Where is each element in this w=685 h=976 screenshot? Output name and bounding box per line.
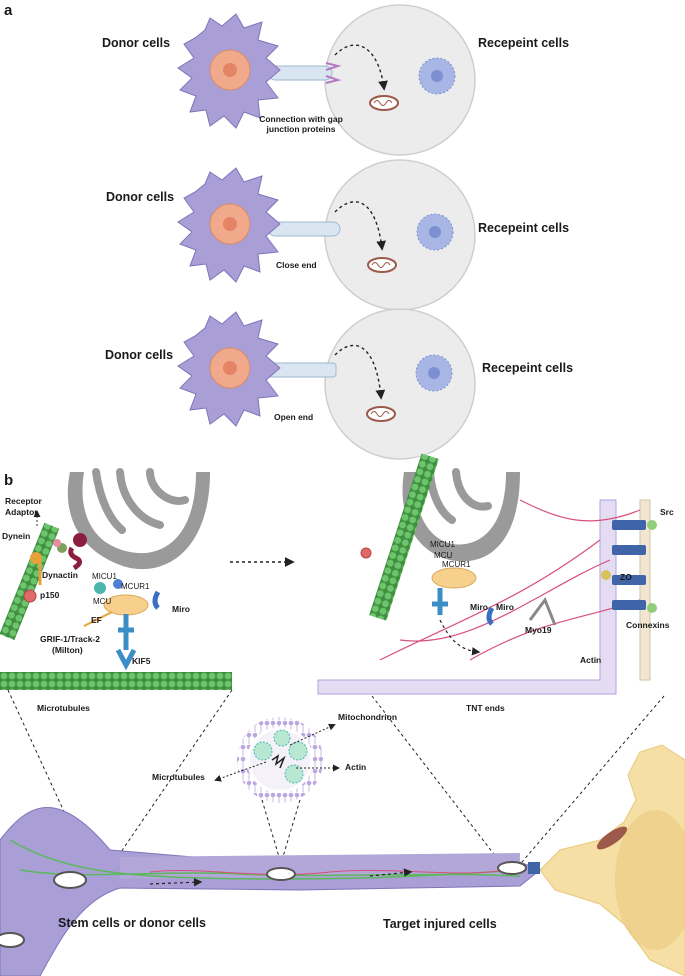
stem-cell [0, 807, 541, 976]
recipient-label-2: Recepeint cells [478, 221, 570, 235]
connection-label-1-line1: Connection with gap [259, 114, 343, 124]
connexins-label: Connexins [626, 620, 670, 630]
mitochondrion-label: Mitochondrion [338, 712, 398, 722]
recipient-label-1: Recepeint cells [478, 36, 570, 50]
mitochondrion-target [596, 826, 628, 850]
panel-a [177, 4, 476, 460]
p150-label: p150 [40, 590, 60, 600]
panel-letter-b: b [4, 472, 14, 489]
panel-b-left-inset [0, 468, 232, 702]
recipient-label-3: Recepeint cells [482, 361, 574, 375]
panel-b-bottom-scene [0, 717, 685, 976]
miro-label-right-1: Miro [470, 602, 488, 612]
miro-label-right-2: Miro [496, 602, 514, 612]
connection-label-1-line2: junction proteins [266, 124, 336, 134]
microtubules-label-bottom: Microtubules [152, 772, 205, 782]
recipient-cell-3 [324, 308, 476, 460]
transfer-arrow-3 [334, 344, 386, 400]
kif5-label: KIF5 [132, 656, 151, 666]
donor-label-2: Donor cells [106, 190, 175, 204]
zo-label: ZO [620, 572, 632, 582]
mcur1-label-left: MCUR1 [121, 582, 150, 591]
microtubule-horizontal-left [0, 672, 232, 690]
row-1 [177, 4, 476, 156]
panel-letter-a: a [4, 2, 13, 19]
micu1-label-right: MICU1 [430, 540, 455, 549]
transfer-arrow-2 [334, 201, 386, 251]
tnt-membrane-right [317, 499, 617, 695]
mitochondrion-1 [369, 95, 399, 111]
actin-label-bottom: Actin [345, 762, 367, 772]
p150-circle [23, 589, 37, 603]
myo19-label: Myo19 [525, 625, 552, 635]
mcu-label-right: MCU [434, 551, 453, 560]
transfer-arrow-1 [334, 44, 388, 91]
gap-junction-1 [325, 62, 342, 84]
connection-label-2: Close end [276, 260, 317, 270]
row-2 [177, 159, 476, 311]
mcur1-label-right: MCUR1 [442, 560, 471, 569]
microtubule-diagonal-left [0, 522, 60, 641]
dynein-label: Dynein [2, 531, 31, 541]
row-3 [177, 308, 476, 460]
adaptor-label: Adaptor [5, 507, 38, 517]
ef-label-left: EF [91, 615, 102, 625]
panel-b-right-inset [317, 453, 657, 695]
src-label: Src [660, 507, 674, 517]
miro-label-left: Miro [172, 604, 190, 614]
microtubule-diagonal-right [369, 453, 439, 621]
mitochondrion-3 [366, 406, 396, 422]
milton-label: (Milton) [52, 645, 83, 655]
grif-label: GRIF-1/Track-2 [40, 634, 100, 644]
stem-cells-label: Stem cells or donor cells [58, 916, 206, 930]
mitochondrion-bottom-left [0, 932, 25, 948]
tnt-tube-bottom [119, 853, 521, 879]
tnt-ends-label: TNT ends [466, 703, 505, 713]
receptor-label: Receptor [5, 496, 42, 506]
mitochondrion-2 [367, 257, 397, 273]
mcu-label-left: MCU [93, 597, 112, 606]
connection-label-1: Connection with gap junction proteins [236, 114, 366, 134]
microtubules-label-inset: Microtubules [37, 703, 90, 713]
actin-label-inset: Actin [580, 655, 602, 665]
mitochondrion-tip [497, 861, 527, 875]
connection-label-3: Open end [274, 412, 314, 422]
mitochondrion-stem [53, 871, 87, 889]
target-cells-label: Target injured cells [383, 917, 497, 931]
donor-label-3: Donor cells [105, 348, 174, 362]
micu1-label-left: MICU1 [92, 572, 117, 581]
dynactin-label: Dynactin [42, 570, 78, 580]
mitochondrion-tube [266, 867, 296, 881]
donor-label-1: Donor cells [102, 36, 171, 50]
